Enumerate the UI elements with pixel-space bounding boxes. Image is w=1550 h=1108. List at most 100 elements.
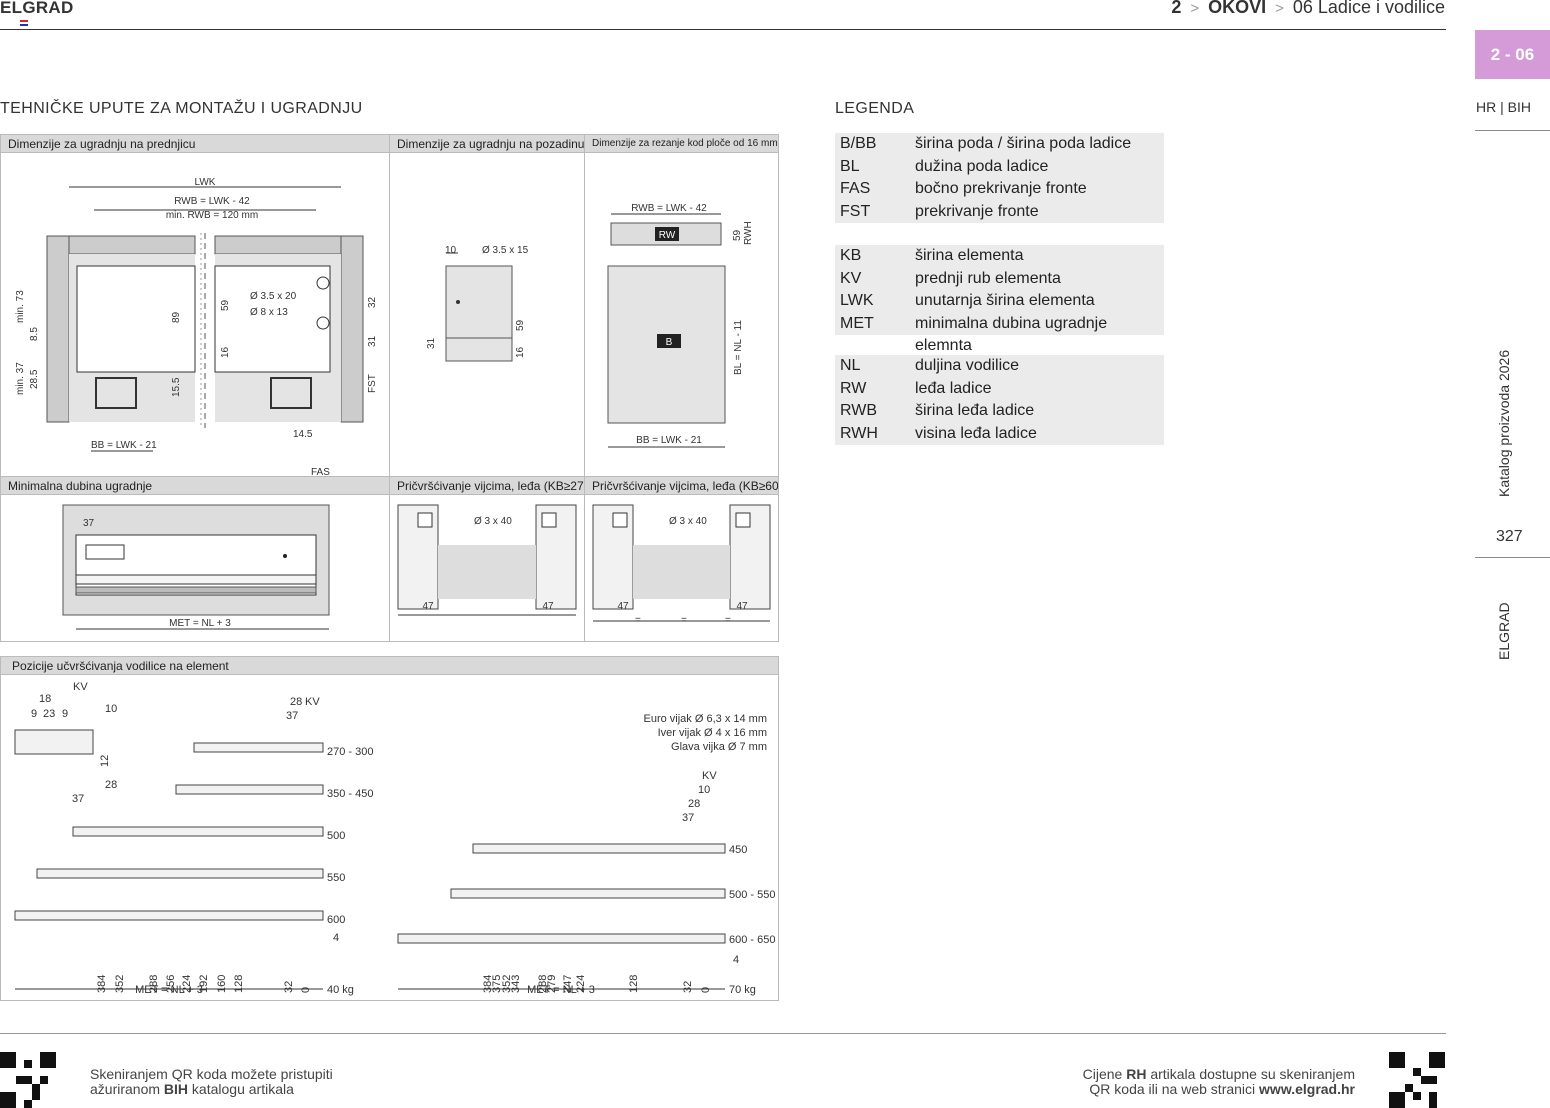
cutting-diagram: RWB = LWK - 42 RW 59 RWH B BL = NL - 11 … bbox=[607, 203, 754, 448]
dim-fas: FAS bbox=[311, 467, 330, 478]
breadcrumb: 2 > OKOVI >06 Ladice i vodilice bbox=[1171, 0, 1445, 18]
dim-4: 4 bbox=[333, 932, 339, 944]
dim-met: MET = NL + 3 bbox=[169, 618, 231, 629]
dim-47-right: 47 bbox=[736, 601, 748, 612]
x-tick: 352 bbox=[501, 975, 513, 993]
dim-kv: KV bbox=[305, 696, 320, 708]
range-label: 550 bbox=[327, 872, 345, 884]
breadcrumb-chapter[interactable]: 2 bbox=[1171, 0, 1182, 17]
header-divider bbox=[0, 29, 1446, 30]
panel-title: Pričvršćivanje vijcima, leđa (KB≥275) bbox=[390, 477, 584, 495]
dim-9: 9 bbox=[62, 708, 68, 720]
x-tick: 160 bbox=[216, 975, 228, 993]
panel-screw-275: Pričvršćivanje vijcima, leđa (KB≥275) Ø … bbox=[389, 476, 585, 642]
qr-code-icon[interactable] bbox=[0, 1052, 56, 1108]
language-label: HR | BIH bbox=[1476, 99, 1531, 115]
range-label: 500 - 550 bbox=[729, 889, 775, 901]
back-mounting-diagram: 10 Ø 3.5 x 15 31 59 16 bbox=[426, 245, 529, 362]
x-tick: 192 bbox=[198, 975, 210, 993]
dim-28: 28 bbox=[105, 779, 117, 791]
min-depth-diagram: 37 MET = NL + 3 bbox=[62, 504, 330, 630]
dim-18: 18 bbox=[39, 693, 51, 705]
dim-32: 32 bbox=[367, 296, 378, 308]
panel-title: Dimenzije za ugradnju na prednjicu bbox=[1, 135, 389, 153]
range-label: 270 - 300 bbox=[327, 746, 373, 758]
positions-diagram: KV 18 9 23 9 10 12 28 37 KV 28 37 270 - … bbox=[14, 681, 775, 996]
dim-min-37: min. 37 bbox=[15, 362, 26, 395]
sidebar-divider bbox=[1475, 130, 1550, 131]
dim-kv: KV bbox=[73, 681, 88, 693]
x-tick: 384 bbox=[482, 975, 494, 993]
label-b: B bbox=[666, 337, 673, 348]
dim-10: 10 bbox=[105, 703, 117, 715]
dim-47-left: 47 bbox=[617, 601, 629, 612]
x-tick: 128 bbox=[233, 975, 245, 993]
chapter-tab[interactable]: 2 - 06 bbox=[1475, 30, 1550, 79]
dim-16: 16 bbox=[515, 346, 526, 358]
panel-cutting: Dimenzije za rezanje kod ploče od 16 mm … bbox=[584, 134, 779, 477]
x-tick: 224 bbox=[575, 975, 587, 993]
dim-met: MET = NL + 3 bbox=[527, 984, 595, 996]
dim-rwb: RWB = LWK - 42 bbox=[174, 196, 250, 207]
chevron-right-icon: > bbox=[1190, 0, 1200, 17]
footer-right-text: Cijene RH artikala dostupne su skeniranj… bbox=[1082, 1066, 1355, 1097]
dim-kv: KV bbox=[702, 770, 717, 782]
breadcrumb-section[interactable]: OKOVI bbox=[1208, 0, 1267, 17]
range-label: 350 - 450 bbox=[327, 788, 373, 800]
dim-met: MET = NL + 3 bbox=[135, 984, 203, 996]
dim-4: 4 bbox=[733, 954, 739, 966]
range-label: 500 bbox=[327, 830, 345, 842]
panel-title: Pozicije učvršćivanja vodilice na elemen… bbox=[1, 657, 778, 675]
x-tick: 343 bbox=[510, 975, 522, 993]
sidebar-divider bbox=[1475, 557, 1550, 558]
dim-equal: = bbox=[635, 615, 641, 626]
front-mounting-diagram: LWK RWB = LWK - 42 min. RWB = 120 mm Ø 3… bbox=[15, 177, 378, 478]
x-tick: 32 bbox=[283, 981, 295, 993]
x-tick: 352 bbox=[114, 975, 126, 993]
panel-title: Dimenzije za ugradnju na pozadinu bbox=[390, 135, 584, 153]
dim-equal: = bbox=[681, 615, 687, 626]
brand-logo: ELGRAD bbox=[0, 0, 74, 17]
screw-600-diagram: Ø 3 x 40 47 47 = = = bbox=[592, 504, 771, 626]
x-tick: 0 bbox=[300, 987, 312, 993]
dim-15-5: 15.5 bbox=[171, 377, 182, 397]
dim-59: 59 bbox=[515, 319, 526, 331]
dim-14-5: 14.5 bbox=[293, 429, 313, 440]
dim-bl: BL = NL - 11 bbox=[733, 320, 744, 375]
panel-title: Dimenzije za rezanje kod ploče od 16 mm bbox=[585, 135, 778, 153]
dim-28: 28 bbox=[290, 696, 302, 708]
chevron-right-icon: > bbox=[1275, 0, 1284, 17]
label-rw: RW bbox=[659, 230, 676, 241]
website-link[interactable]: www.elgrad.hr bbox=[1259, 1081, 1355, 1097]
panel-back-mounting: Dimenzije za ugradnju na pozadinu 10 Ø 3… bbox=[389, 134, 585, 477]
panel-title: Pričvršćivanje vijcima, leđa (KB≥600) bbox=[585, 477, 778, 495]
dim-8-5: 8.5 bbox=[29, 327, 40, 341]
dim-37: 37 bbox=[83, 518, 95, 529]
footer-left-text: Skeniranjem QR koda možete pristupiti až… bbox=[90, 1066, 333, 1097]
dim-fst: FST bbox=[367, 374, 378, 393]
legend-title: LEGENDA bbox=[835, 100, 915, 117]
label-screw: Ø 3.5 x 20 bbox=[250, 291, 297, 302]
dim-10: 10 bbox=[445, 245, 457, 256]
qr-code-icon[interactable] bbox=[1389, 1052, 1445, 1108]
x-tick: 375 bbox=[491, 975, 503, 993]
x-tick: 256 bbox=[165, 975, 177, 993]
x-tick: 32 bbox=[682, 981, 694, 993]
dim-10: 10 bbox=[698, 784, 710, 796]
range-label: 600 bbox=[327, 914, 345, 926]
catalog-label: Katalog proizvoda 2026 bbox=[1496, 349, 1512, 497]
breadcrumb-subsection[interactable]: 06 Ladice i vodilice bbox=[1292, 0, 1445, 17]
x-tick: 247 bbox=[562, 975, 574, 993]
label-iver-screw: Iver vijak Ø 4 x 16 mm bbox=[658, 727, 767, 739]
panel-positions: Pozicije učvršćivanja vodilice na elemen… bbox=[0, 656, 779, 1001]
